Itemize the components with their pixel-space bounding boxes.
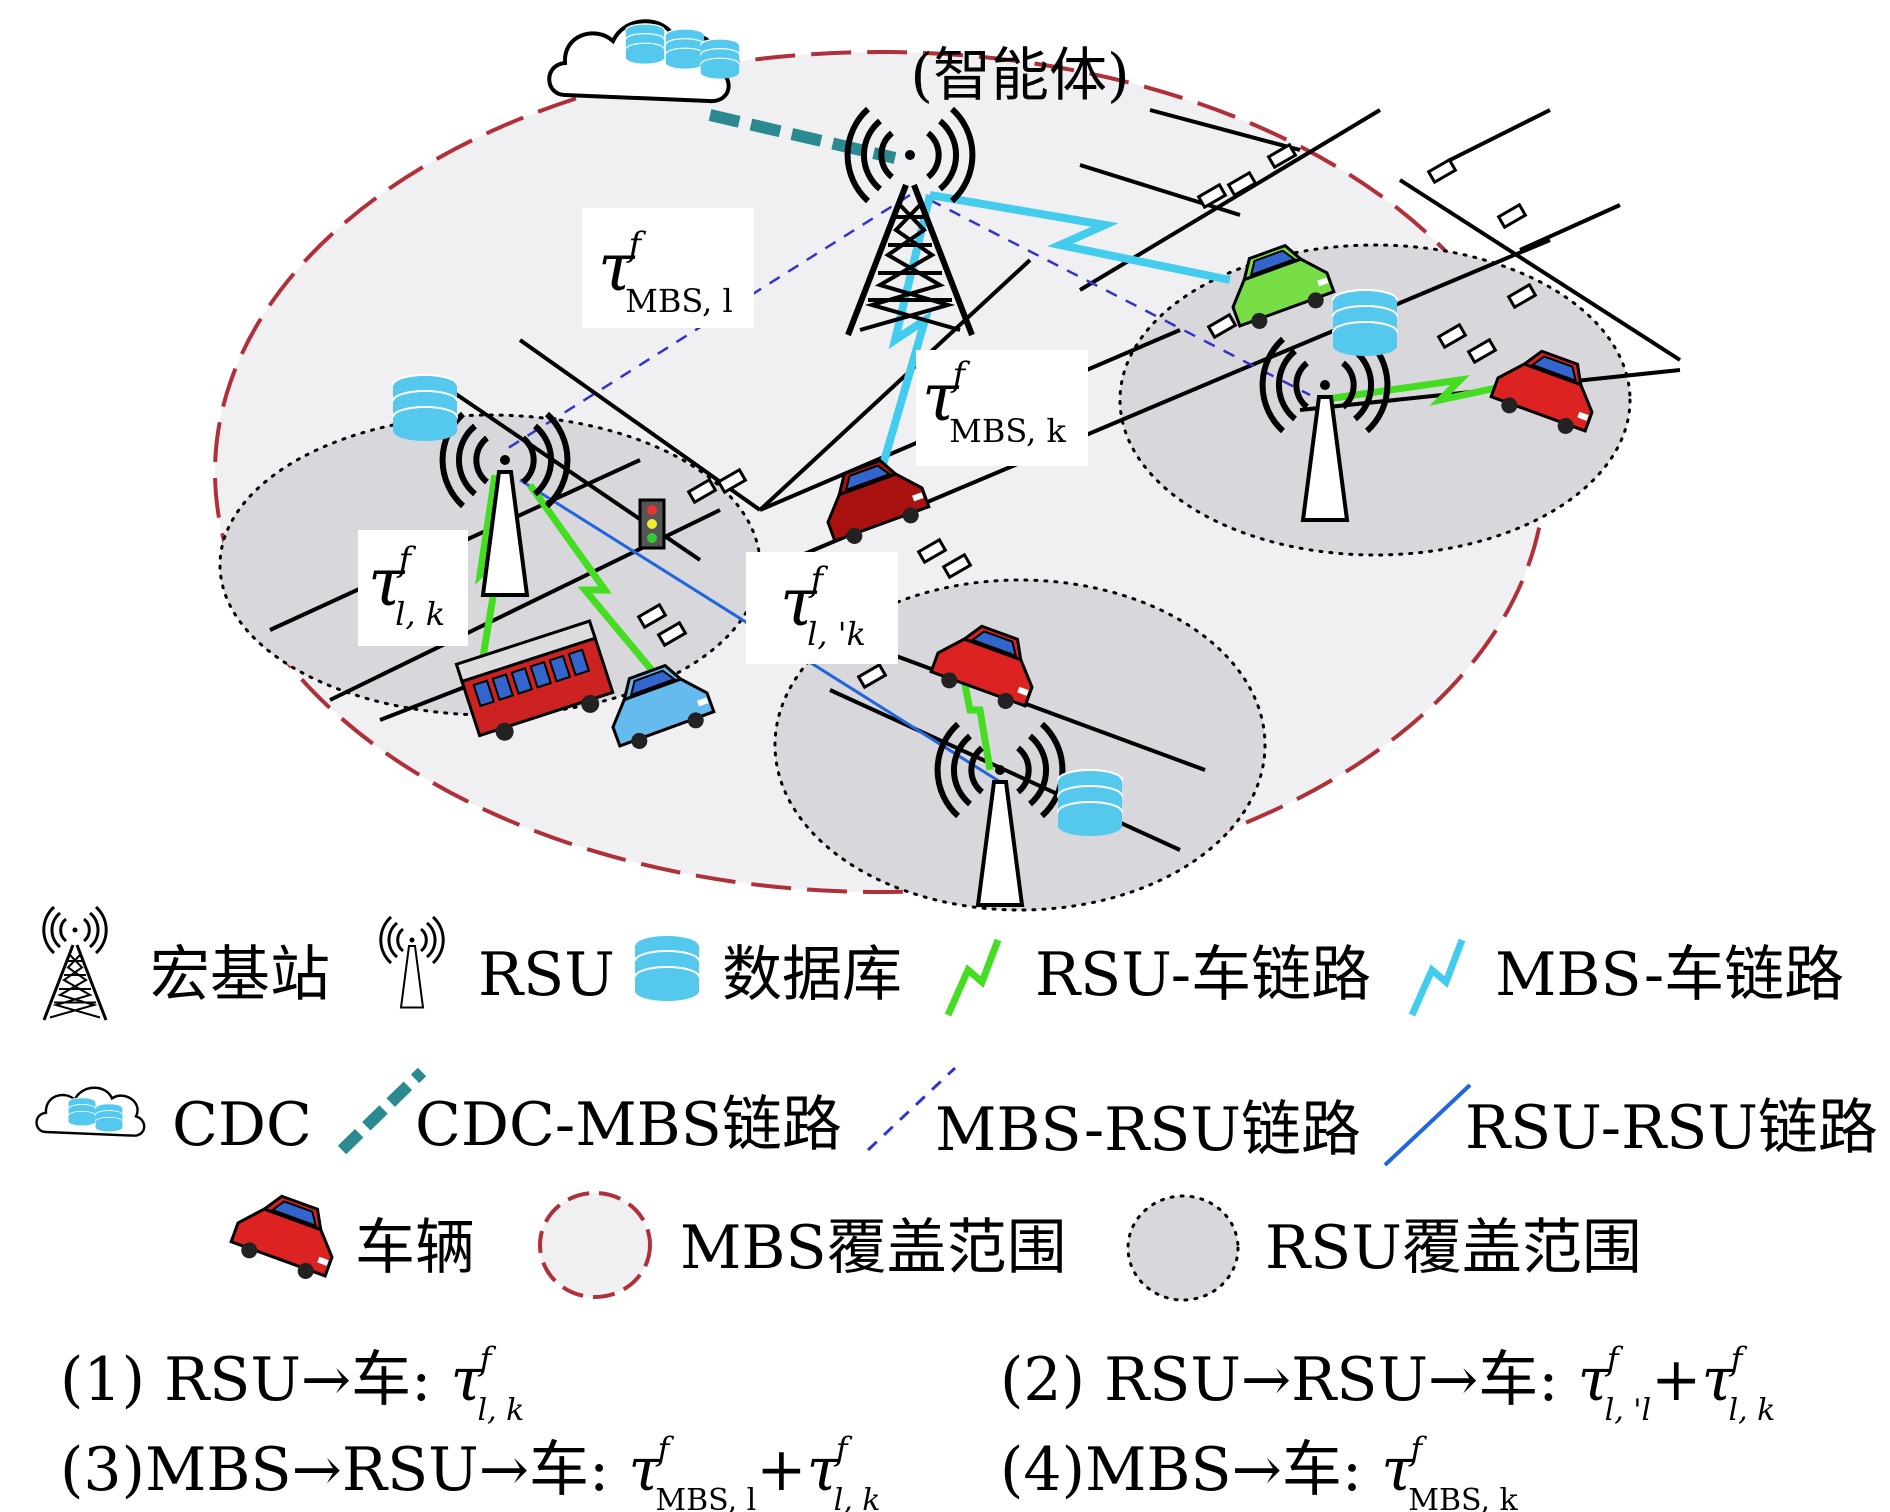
legend-mbs-coverage-icon — [538, 1191, 652, 1299]
agent-label: (智能体) — [910, 41, 1129, 109]
legend-database-label: 数据库 — [722, 940, 902, 1010]
legend-mbs-rsu-link-icon — [866, 1066, 957, 1152]
legend: 宏基站 RSU 数据库 RSU-车链路 MBS-车链路 CDC CDC-MBS链… — [35, 907, 1878, 1302]
legend-rsu-vehicle-link-icon — [944, 938, 1002, 1017]
bus-icon — [454, 619, 615, 741]
mbs-vehicle-link-1 — [929, 191, 1231, 284]
traffic-light-icon — [638, 498, 666, 550]
cdc-mbs-link — [708, 109, 897, 164]
legend-mbs-vehicle-link-label: MBS-车链路 — [1495, 940, 1844, 1010]
legend-rsu-rsu-link-icon — [1383, 1083, 1472, 1167]
legend-database-icon — [634, 934, 700, 1002]
mbs-rsu-link-left — [504, 193, 911, 452]
legend-vehicle-icon — [226, 1183, 348, 1287]
legend-rsu-coverage-label: RSU覆盖范围 — [1265, 1213, 1642, 1283]
legend-mbs-rsu-link-label: MBS-RSU链路 — [935, 1095, 1361, 1165]
legend-cdc-mbs-link-icon — [337, 1067, 427, 1155]
mbs-rsu-link-right — [929, 198, 1311, 397]
cdc-cloud-icon — [547, 19, 740, 104]
legend-vehicle-label: 车辆 — [355, 1213, 475, 1283]
legend-cdc-icon — [35, 1086, 146, 1137]
svg-text:(2) RSU→RSU→车: τfl, 'l+τfl, k: (2) RSU→RSU→车: τfl, 'l+τfl, k — [1000, 1340, 1775, 1428]
legend-mbs-coverage-label: MBS覆盖范围 — [680, 1213, 1067, 1283]
svg-text:τfl, k: τfl, k — [368, 540, 445, 633]
legend-cdc-label: CDC — [172, 1090, 312, 1160]
legend-rsu-label: RSU — [478, 940, 615, 1010]
legend-rsu-rsu-link-label: RSU-RSU链路 — [1465, 1093, 1878, 1163]
legend-cdc-mbs-link-label: CDC-MBS链路 — [415, 1090, 842, 1160]
svg-text:(1) RSU→车: τfl, k: (1) RSU→车: τfl, k — [60, 1340, 524, 1428]
legend-rsu-coverage-icon — [1126, 1194, 1240, 1302]
crosswalks — [636, 142, 1538, 690]
database-icon-left — [392, 374, 458, 442]
svg-text:τfl, 'k: τfl, 'k — [780, 560, 866, 653]
legend-mbs-label: 宏基站 — [150, 940, 330, 1010]
legend-mbs-vehicle-link-icon — [1408, 938, 1466, 1017]
database-icon-right — [1332, 289, 1398, 357]
legend-rsu-icon — [381, 917, 443, 1008]
legend-mbs-icon — [44, 907, 106, 1020]
database-icon-bottom — [1057, 769, 1123, 837]
rsu-vehicle-link-2 — [527, 482, 663, 683]
legend-rsu-vehicle-link-label: RSU-车链路 — [1035, 940, 1371, 1010]
rsu-vehicle-link-3 — [1319, 375, 1511, 406]
